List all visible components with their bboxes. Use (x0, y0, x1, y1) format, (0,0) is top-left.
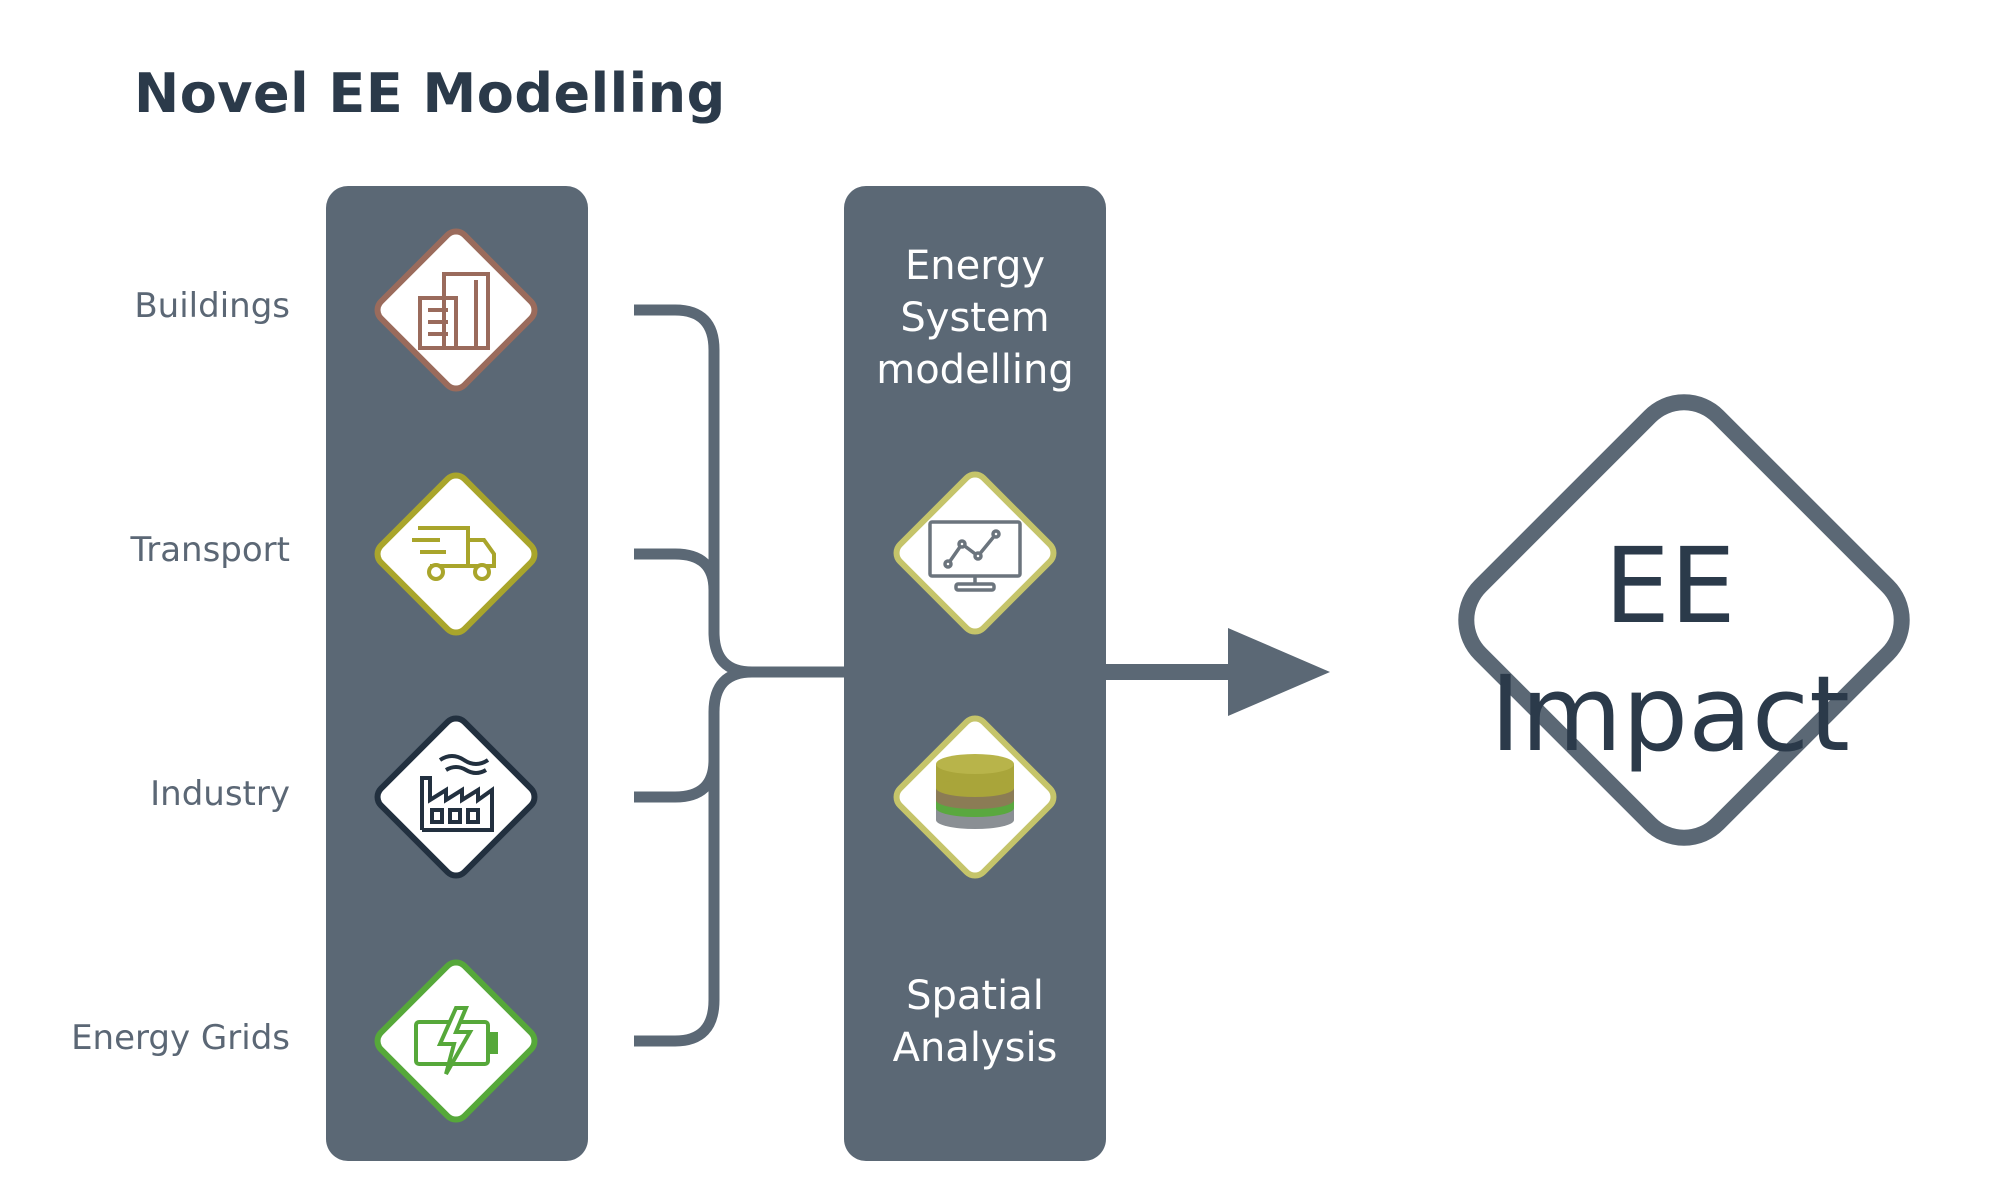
buildings-icon (418, 272, 490, 350)
diamond-buildings (374, 228, 538, 392)
spatial-analysis-line-2: Analysis (892, 1025, 1058, 1071)
diamond-spatial-analysis (893, 715, 1057, 879)
diamond-energy-grids (374, 959, 538, 1123)
modelling-panel (844, 186, 1106, 1161)
delivery-truck-icon (412, 526, 496, 581)
impact-label: EE Impact (1460, 522, 1880, 778)
energy-system-line-3: modelling (876, 347, 1074, 393)
energy-system-modelling-label: Energy System modelling (845, 240, 1105, 396)
factory-icon (420, 754, 494, 832)
energy-system-line-1: Energy (904, 243, 1046, 289)
spatial-analysis-label: Spatial Analysis (845, 970, 1105, 1074)
impact-diamond (1458, 394, 1910, 846)
arrow-head-icon (1228, 628, 1330, 716)
sector-label-industry: Industry (150, 774, 290, 814)
impact-line-1: EE (1604, 525, 1736, 647)
diamond-industry (374, 715, 538, 879)
page-title: Novel EE Modelling (134, 62, 726, 125)
layered-disk-icon (936, 754, 1014, 829)
impact-line-2: Impact (1490, 653, 1850, 775)
bracket-connector (634, 304, 846, 1047)
sector-label-energy-grids: Energy Grids (71, 1018, 290, 1058)
diamond-transport (374, 472, 538, 636)
battery-charging-icon (414, 1006, 498, 1075)
sector-label-buildings: Buildings (134, 286, 290, 326)
sector-label-transport: Transport (130, 530, 290, 570)
monitor-chart-icon (928, 520, 1022, 592)
sectors-panel (326, 186, 588, 1161)
diamond-energy-system (893, 471, 1057, 635)
spatial-analysis-line-1: Spatial (906, 973, 1044, 1019)
energy-system-line-2: System (900, 295, 1050, 341)
